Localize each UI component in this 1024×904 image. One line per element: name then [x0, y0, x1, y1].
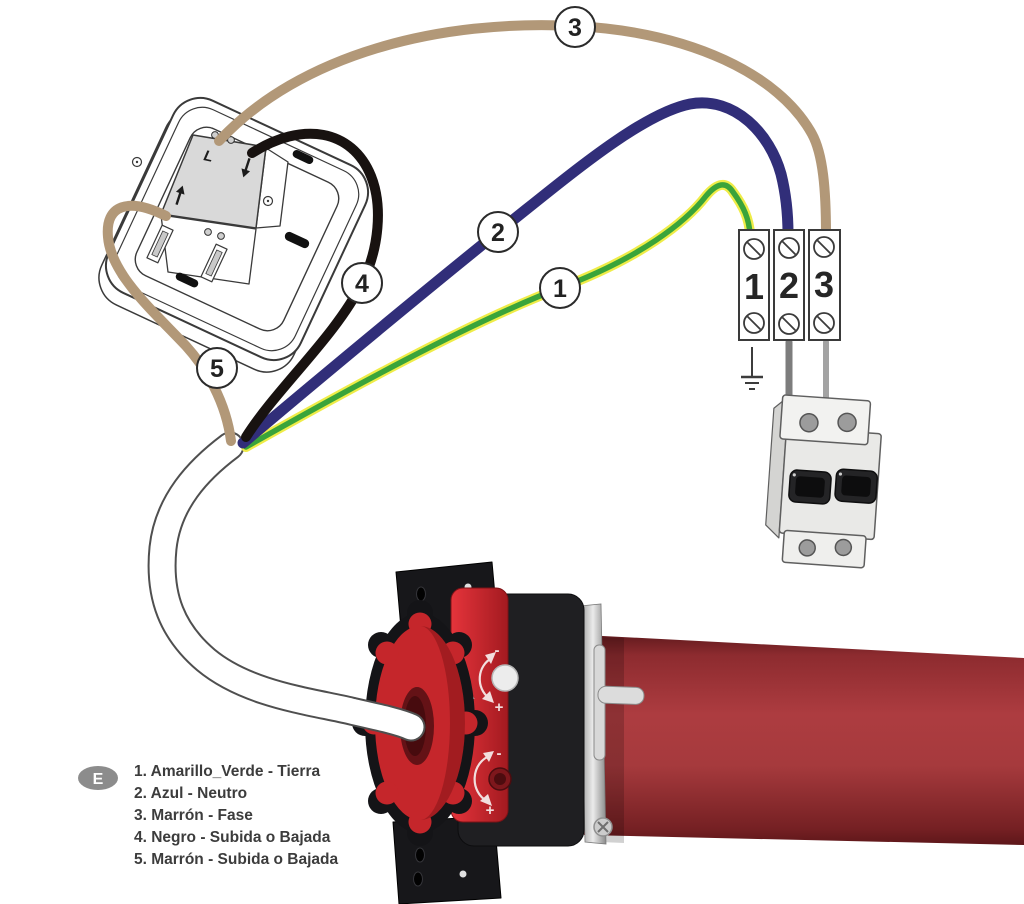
wire-marker-2: 2 — [477, 211, 519, 253]
breaker-bottom-block — [781, 529, 867, 569]
wire-markers: 3 2 1 4 5 — [196, 6, 596, 389]
wire-clamp-tab — [200, 243, 228, 283]
terminal-3: 3 — [808, 229, 841, 341]
wire-marker-label: 3 — [568, 14, 582, 42]
screw-dot — [135, 160, 139, 164]
wire-1-earth — [241, 180, 755, 452]
motor-tube — [584, 635, 1024, 845]
terminal-1: 1 — [738, 229, 770, 341]
limit-plus-label: + — [495, 699, 504, 716]
legend: E 1. Amarillo_Verde - Tierra 2. Azul - N… — [78, 763, 338, 868]
breaker-toggle-2 — [834, 468, 878, 504]
legend-item: 5. Marrón - Subida o Bajada — [134, 851, 338, 868]
cable-sheath — [149, 433, 424, 740]
wire-marker-label: 1 — [553, 275, 567, 303]
motor-screw-icon — [593, 817, 613, 837]
breaker-terminal-icon — [834, 538, 853, 557]
limit-minus-label: - — [495, 642, 500, 659]
legend-item: 1. Amarillo_Verde - Tierra — [134, 763, 320, 780]
crown-shading — [420, 626, 465, 820]
tubular-motor: - + - + — [352, 561, 1024, 904]
terminal-label-3: 3 — [814, 264, 834, 305]
wire-marker-4: 4 — [341, 262, 383, 304]
ground-symbol — [741, 347, 763, 390]
circuit-breaker — [765, 394, 882, 569]
terminal-block: 1 2 3 — [738, 229, 841, 390]
limit-minus-label: - — [497, 745, 502, 762]
breaker-terminal-icon — [798, 539, 816, 557]
switch-foot — [292, 150, 314, 164]
legend-item: 4. Negro - Subida o Bajada — [134, 829, 331, 846]
wires — [102, 20, 831, 452]
breaker-terminal-icon — [837, 412, 857, 433]
switch-mechanism-face — [160, 134, 267, 229]
limit-dial-down: - + — [458, 745, 512, 819]
wall-switch: L — [98, 97, 369, 373]
switch-foot — [175, 272, 199, 288]
wire-4-black — [241, 128, 383, 442]
wire-marker-3: 3 — [554, 6, 596, 48]
wire-2-neutral — [237, 97, 794, 449]
wire-3-phase — [214, 20, 831, 239]
switch-body-front — [160, 214, 257, 285]
limit-dial-socket — [494, 773, 506, 785]
switch-live-label: L — [202, 147, 215, 166]
legend-marker-badge — [78, 766, 118, 790]
up-arrow-icon — [175, 185, 185, 205]
motor-cable — [147, 431, 426, 742]
down-arrow-icon — [241, 158, 251, 178]
wire-1-green-layer — [243, 182, 753, 450]
wire-clamp-tab — [146, 224, 174, 264]
legend-item: 3. Marrón - Fase — [134, 807, 253, 824]
screw-dot — [266, 199, 270, 203]
switch-foot — [284, 231, 310, 249]
wire-marker-5: 5 — [196, 347, 238, 389]
breaker-toggle-1 — [788, 469, 832, 505]
terminal-label-1: 1 — [744, 266, 764, 307]
breaker-top-block — [779, 394, 872, 446]
limit-dial-button-up — [491, 664, 519, 692]
terminal-label-2: 2 — [779, 265, 799, 306]
terminal-2: 2 — [773, 229, 805, 341]
bracket-hole-highlight — [459, 870, 467, 878]
limit-plus-label: + — [486, 802, 495, 819]
wire-marker-label: 4 — [355, 270, 369, 298]
legend-item: 2. Azul - Neutro — [134, 785, 247, 802]
rotation-arrow-icon — [478, 657, 493, 699]
breaker-terminal-icon — [799, 412, 819, 433]
legend-marker-label: E — [93, 771, 104, 788]
drive-pin — [597, 685, 645, 705]
rotation-arrow-icon — [473, 754, 491, 802]
wire-marker-label: 5 — [210, 355, 224, 383]
wire-marker-1: 1 — [539, 267, 581, 309]
wire-marker-label: 2 — [491, 219, 505, 247]
